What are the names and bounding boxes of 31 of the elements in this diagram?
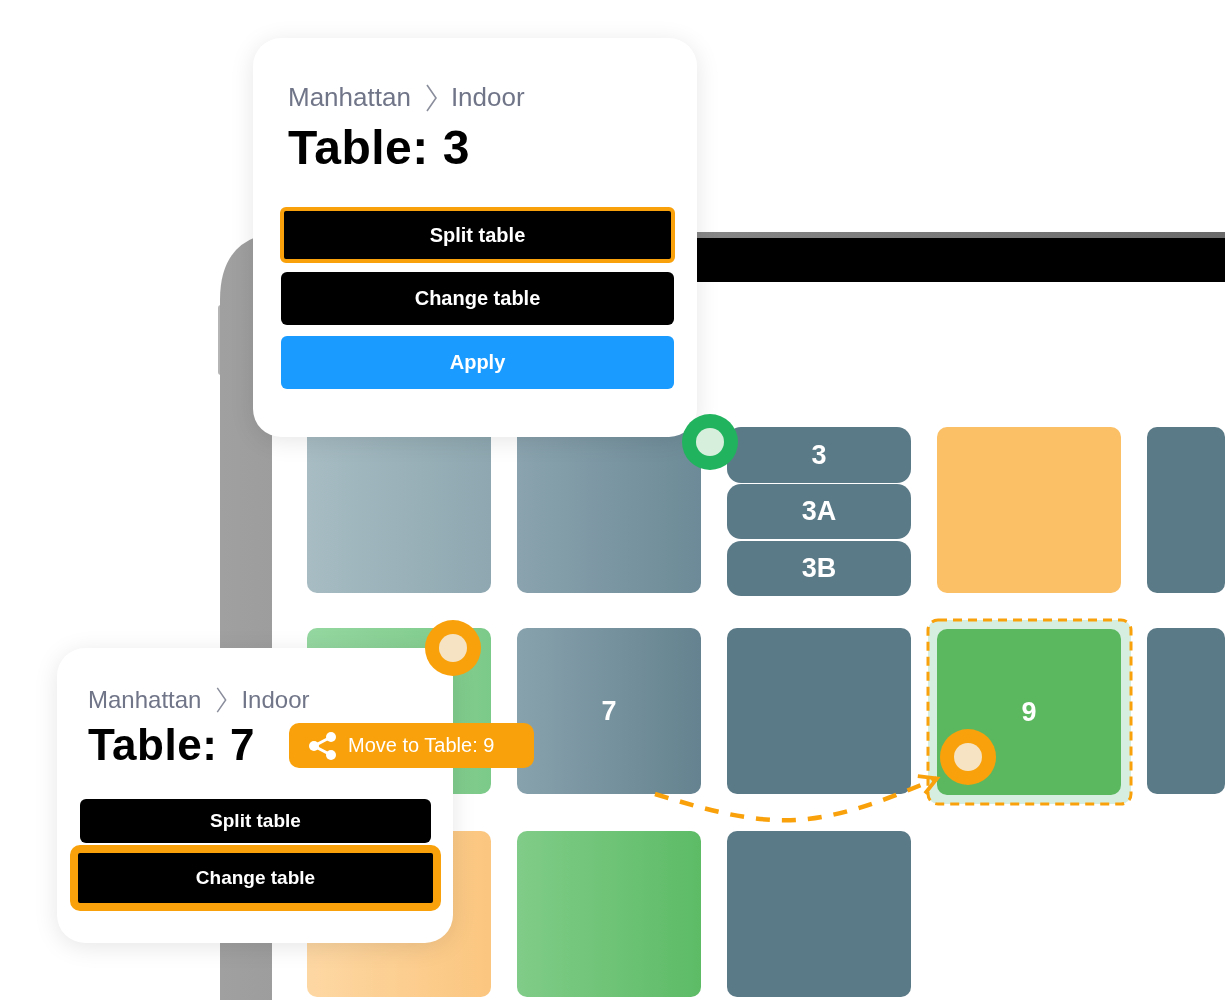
badge-text: Move to Table: 9 [348, 734, 495, 757]
breadcrumb-text: Indoor [241, 686, 310, 714]
table-number: 7 [601, 695, 617, 727]
table-tile [937, 629, 1121, 795]
button: Apply [281, 336, 674, 389]
button: Split table [280, 207, 675, 263]
breadcrumb-text: Manhattan [288, 82, 411, 113]
dashed-arrow [654, 774, 939, 823]
table-number: 9 [1021, 696, 1037, 728]
table-tile [727, 541, 911, 596]
table-number: 3A [801, 496, 837, 527]
table-tile [1147, 628, 1225, 794]
table-tile [517, 831, 701, 997]
table-number: 3 [811, 439, 827, 471]
breadcrumb-text: Manhattan [88, 686, 202, 714]
breadcrumb-text: Indoor [450, 82, 525, 113]
move-badge [289, 723, 534, 768]
button: Change table [281, 272, 674, 325]
table-tile [517, 628, 701, 794]
table-title: Table: 7 [88, 720, 255, 770]
table-tile [937, 427, 1121, 593]
table-number: 3B [801, 553, 837, 584]
popup-card [253, 38, 697, 437]
table-tile [1147, 427, 1225, 593]
table-tile [727, 831, 911, 997]
table-tile [727, 484, 911, 539]
table-tile [727, 427, 911, 483]
table-title: Table: 3 [288, 120, 470, 175]
table-tile [727, 628, 911, 794]
button: Split table [80, 799, 431, 843]
button: Change table [70, 845, 441, 911]
